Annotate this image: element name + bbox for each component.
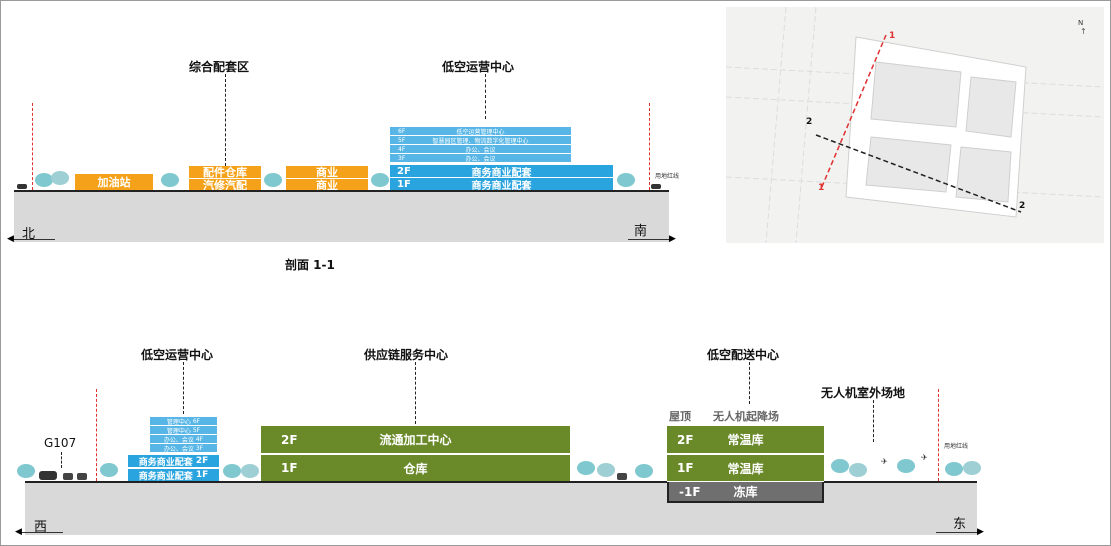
callout-low-altitude-center: 低空运营中心	[141, 348, 214, 362]
callout-low-altitude-center: 低空运营中心	[442, 60, 515, 74]
boundary-line-left	[32, 103, 33, 190]
boundary-label: 用地红线	[944, 443, 969, 450]
ground-line	[25, 481, 667, 483]
tree-icon	[223, 464, 241, 478]
ground-line	[14, 190, 669, 192]
tree-icon	[617, 173, 635, 187]
north-label: N	[1078, 19, 1084, 27]
tree-icon	[241, 464, 259, 478]
cut-2-end-label: 2	[1019, 201, 1026, 211]
direction-east: 东	[953, 517, 967, 532]
boundary-label: 用地红线	[655, 173, 680, 180]
direction-north: 北	[22, 227, 36, 242]
drone-icon: ✈	[921, 453, 928, 462]
roof-drone-pad-label: 无人机起降场	[713, 410, 779, 423]
arrow-right-icon: ▶	[669, 234, 676, 244]
arrow-right-icon: ▶	[977, 527, 984, 537]
road-label: G107	[44, 436, 77, 450]
callout-supply-chain-center: 供应链服务中心	[364, 348, 449, 362]
leader-line	[225, 74, 226, 166]
building-gas-station: 加油站	[75, 174, 153, 190]
cut-1-start-label: 1	[889, 31, 896, 41]
direction-south: 南	[634, 224, 648, 239]
boundary-line-left	[96, 389, 97, 481]
tree-icon	[100, 463, 118, 477]
leader-line	[749, 362, 750, 404]
car-icon	[651, 184, 661, 189]
building-commerce-1f: 商业	[286, 179, 368, 192]
ground-section	[14, 192, 669, 242]
tree-icon	[264, 173, 282, 187]
section-caption: 剖面 1-1	[285, 258, 335, 272]
tree-icon	[17, 464, 35, 478]
leader-line	[485, 74, 486, 119]
tree-icon	[635, 464, 653, 478]
site-map: N ↑ 1 1 2 2	[726, 7, 1104, 243]
tower-floor-6f: 管理中心 6F	[150, 417, 217, 426]
site-map-svg	[726, 7, 1104, 243]
callout-delivery-center: 低空配送中心	[707, 348, 780, 362]
car-icon	[39, 471, 57, 480]
leader-line	[61, 452, 62, 468]
ground-line	[824, 481, 977, 483]
leader-line	[183, 362, 184, 414]
tree-icon	[35, 173, 53, 187]
drone-icon: ✈	[881, 457, 888, 466]
tree-icon	[945, 462, 963, 476]
car-icon	[17, 184, 27, 189]
cut-1-end-label: 1	[818, 183, 825, 193]
tree-icon	[849, 463, 867, 477]
arrow-left-icon: ◀	[15, 527, 22, 537]
tower-floor-4f: 办公、会议 4F	[150, 435, 217, 444]
car-icon	[63, 473, 73, 480]
arrow-line	[936, 532, 980, 533]
ground-section	[25, 483, 977, 535]
roof-label: 屋顶	[669, 410, 691, 423]
tree-icon	[371, 173, 389, 187]
tower-floor-1f: 商务商业配套 1F	[128, 469, 219, 482]
arrow-line	[19, 532, 63, 533]
cut-2-start-label: 2	[806, 117, 813, 127]
arrow-left-icon: ◀	[7, 234, 14, 244]
leader-line	[415, 362, 416, 424]
callout-service-zone: 综合配套区	[189, 60, 250, 74]
tower-floor-2f: 商务商业配套 2F	[128, 455, 219, 468]
tree-icon	[597, 463, 615, 477]
leader-line	[873, 400, 874, 442]
boundary-line-right	[649, 103, 650, 190]
callout-drone-field: 无人机室外场地	[821, 386, 906, 400]
arrow-line	[11, 239, 55, 240]
tower-floor-3f: 办公、会议 3F	[150, 444, 217, 453]
tree-icon	[161, 173, 179, 187]
boundary-line-right	[938, 389, 939, 481]
building-parts-warehouse: 配件仓库	[189, 166, 261, 179]
car-icon	[617, 473, 627, 480]
tower-floor-5f: 管理中心 5F	[150, 426, 217, 435]
building-auto-repair: 汽修汽配	[189, 179, 261, 192]
arrow-line	[628, 239, 672, 240]
tree-icon	[963, 461, 981, 475]
tree-icon	[577, 461, 595, 475]
tree-icon	[897, 459, 915, 473]
tree-icon	[51, 171, 69, 185]
direction-west: 西	[34, 520, 48, 535]
car-icon	[77, 473, 87, 480]
north-arrow-icon: ↑	[1080, 27, 1087, 36]
building-commerce-2f: 商业	[286, 166, 368, 179]
tree-icon	[831, 459, 849, 473]
